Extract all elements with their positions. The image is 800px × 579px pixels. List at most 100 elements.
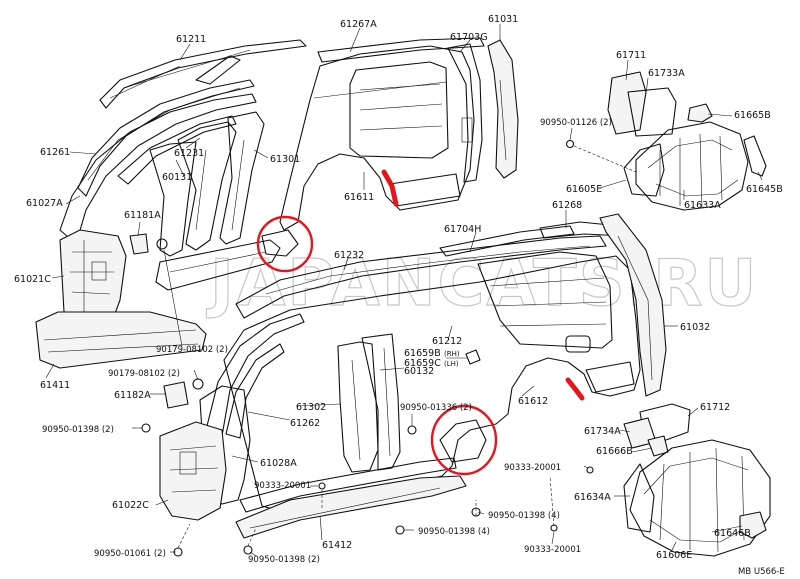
label-61659C-side: (LH) bbox=[444, 360, 459, 368]
mount-tab-circled bbox=[261, 229, 299, 257]
quarter-panel-upper-61611 bbox=[279, 45, 475, 231]
watermark-text: JAPANCATS.RU bbox=[206, 247, 758, 321]
label-90950-01336: 90950-01336 (2) bbox=[400, 403, 472, 413]
label-61612: 61612 bbox=[518, 396, 548, 407]
label-61181A: 61181A bbox=[124, 210, 161, 221]
plug-90333-20001-b bbox=[586, 466, 594, 474]
front-body-pillar-61022C bbox=[159, 421, 227, 521]
center-pillar-61231-61301 bbox=[177, 111, 265, 251]
label-90179-08102-a: 90179-08102 (2) bbox=[156, 345, 228, 355]
back-pillar-61031 bbox=[487, 39, 519, 179]
label-61633A: 61633A bbox=[684, 200, 721, 211]
label-61703G: 61703G bbox=[450, 32, 488, 43]
highlight-circle-upper bbox=[256, 215, 314, 273]
label-61712: 61712 bbox=[700, 402, 730, 413]
label-61734A: 61734A bbox=[584, 426, 621, 437]
label-61733A: 61733A bbox=[648, 68, 685, 79]
label-61606E: 61606E bbox=[656, 550, 692, 561]
plug-90333-20001-a bbox=[318, 482, 326, 490]
fastener-90950-01398-c bbox=[395, 525, 405, 535]
label-60131: 60131 bbox=[162, 172, 192, 183]
label-90950-01398-c: 90950-01398 (4) bbox=[418, 527, 490, 537]
label-90179-08102-b: 90179-08102 (2) bbox=[108, 369, 180, 379]
label-61659B-side: (RH) bbox=[444, 350, 460, 358]
label-61261: 61261 bbox=[40, 147, 70, 158]
diagram-id: MB U566-E bbox=[738, 567, 785, 577]
label-61659C: 61659C bbox=[404, 358, 441, 369]
label-61022C: 61022C bbox=[112, 500, 149, 511]
panel-61645B bbox=[743, 135, 767, 177]
wheel-house-inner-61605E bbox=[623, 143, 665, 197]
front-pillar-inner-61027A bbox=[59, 93, 257, 245]
extension-61665B bbox=[687, 103, 713, 123]
label-90333-20001-a: 90333-20001 bbox=[254, 481, 311, 491]
label-61021C: 61021C bbox=[14, 274, 51, 285]
label-61027A: 61027A bbox=[26, 198, 63, 209]
label-61028A: 61028A bbox=[260, 458, 297, 469]
label-61302: 61302 bbox=[296, 402, 326, 413]
roof-rail-61267A bbox=[317, 37, 485, 63]
label-61611: 61611 bbox=[344, 192, 374, 203]
clip-61659B-C bbox=[465, 349, 481, 365]
label-61605E: 61605E bbox=[566, 184, 602, 195]
label-90950-01398-a: 90950-01398 (2) bbox=[42, 425, 114, 435]
panel-61646B bbox=[739, 511, 767, 539]
label-61634A: 61634A bbox=[574, 492, 611, 503]
label-61268: 61268 bbox=[552, 200, 582, 211]
quarter-panel-lower-61612 bbox=[223, 251, 641, 513]
center-pillar-61302-60132 bbox=[337, 333, 401, 473]
label-61212: 61212 bbox=[432, 336, 462, 347]
screw-90950-01126 bbox=[565, 139, 575, 149]
wheel-house-outer-61634A bbox=[629, 439, 771, 557]
panel-61733A bbox=[627, 87, 677, 137]
highlight-circle-lower bbox=[430, 404, 498, 476]
label-61301: 61301 bbox=[270, 154, 300, 165]
highlight-mark-upper-arch bbox=[381, 169, 399, 207]
leader-lines bbox=[45, 24, 763, 557]
roof-rail-61704H bbox=[439, 225, 575, 257]
bolt-90179-08102-a bbox=[156, 238, 168, 250]
back-door-opening-61703G bbox=[447, 43, 483, 183]
bracket-61182A bbox=[163, 381, 189, 409]
label-90333-20001-b: 90333-20001 bbox=[504, 463, 561, 473]
center-pillar-inner-60131 bbox=[149, 141, 197, 257]
clip-90950-01336 bbox=[407, 425, 417, 435]
label-61645B: 61645B bbox=[746, 184, 783, 195]
label-61031: 61031 bbox=[488, 14, 518, 25]
rocker-inner-lower bbox=[239, 457, 457, 513]
rocker-inner-lower-left bbox=[155, 239, 281, 291]
wheel-house-inner-61606E bbox=[623, 463, 655, 533]
roof-side-rail-61211 bbox=[99, 39, 307, 109]
label-61032: 61032 bbox=[680, 322, 710, 333]
label-90950-01061: 90950-01061 (2) bbox=[94, 549, 166, 559]
label-61211: 61211 bbox=[176, 34, 206, 45]
label-61704H: 61704H bbox=[444, 224, 481, 235]
label-61711: 61711 bbox=[616, 50, 646, 61]
leader-dashed-screw-right bbox=[573, 145, 637, 173]
label-90950-01398-d: 90950-01398 (2) bbox=[248, 555, 320, 565]
rocker-panel-61412 bbox=[235, 475, 467, 539]
bracket-61181A bbox=[129, 233, 149, 255]
mount-tab-lower-circled bbox=[439, 419, 487, 463]
roof-rail-61232 bbox=[235, 235, 607, 319]
label-60132: 60132 bbox=[404, 366, 434, 377]
label-61182A: 61182A bbox=[114, 390, 151, 401]
fastener-90950-01398-a bbox=[141, 423, 151, 433]
back-pillar-61032 bbox=[599, 213, 667, 397]
label-90950-01398-b: 90950-01398 (4) bbox=[488, 511, 560, 521]
label-61267A: 61267A bbox=[340, 19, 377, 30]
bolt-90179-08102-b bbox=[192, 378, 204, 390]
extension-61666B bbox=[647, 435, 669, 457]
panel-61711 bbox=[607, 71, 647, 135]
label-61666B: 61666B bbox=[596, 446, 633, 457]
label-61232: 61232 bbox=[334, 250, 364, 261]
label-61262: 61262 bbox=[290, 418, 320, 429]
label-61231: 61231 bbox=[174, 148, 204, 159]
front-pillar-inner-61262 bbox=[205, 313, 305, 439]
highlight-mark-lower-arch bbox=[565, 377, 585, 401]
label-61411: 61411 bbox=[40, 380, 70, 391]
label-61665B: 61665B bbox=[734, 110, 771, 121]
label-61412: 61412 bbox=[322, 540, 352, 551]
